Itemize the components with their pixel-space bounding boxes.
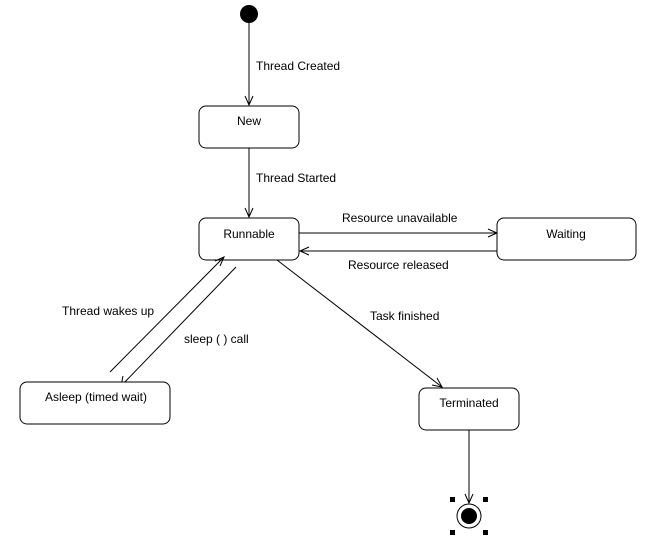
state-terminated[interactable]: Terminated	[418, 387, 520, 431]
final-state-node[interactable]	[450, 497, 488, 535]
edge-sleep-call	[120, 266, 237, 387]
state-runnable-label: Runnable	[223, 227, 275, 241]
state-waiting-label: Waiting	[546, 227, 586, 241]
edge-thread-created	[244, 23, 254, 107]
label-thread-wakes-up: Thread wakes up	[62, 304, 154, 318]
label-sleep-call: sleep ( ) call	[184, 332, 249, 346]
state-terminated-label: Terminated	[439, 396, 498, 410]
edge-resource-unavailable	[299, 228, 499, 238]
edge-task-finished	[276, 259, 443, 388]
state-new-label: New	[237, 114, 261, 128]
label-resource-unavailable: Resource unavailable	[342, 211, 458, 225]
label-thread-started: Thread Started	[256, 171, 336, 185]
label-resource-released: Resource released	[348, 258, 449, 272]
edge-thread-wakes-up	[109, 256, 225, 373]
state-new[interactable]: New	[198, 105, 300, 149]
selection-handle[interactable]	[483, 497, 488, 502]
label-task-finished: Task finished	[370, 309, 439, 323]
selection-handle[interactable]	[450, 530, 455, 535]
selection-handle[interactable]	[483, 530, 488, 535]
edge-thread-started	[244, 148, 254, 219]
state-asleep-label: Asleep (timed wait)	[45, 390, 147, 404]
selection-handle[interactable]	[450, 497, 455, 502]
edge-resource-released	[298, 246, 497, 256]
initial-state-node[interactable]	[240, 5, 258, 23]
state-asleep[interactable]: Asleep (timed wait)	[19, 381, 171, 425]
state-waiting[interactable]: Waiting	[496, 217, 637, 261]
edge-to-final	[464, 430, 474, 505]
state-runnable[interactable]: Runnable	[198, 217, 300, 261]
label-thread-created: Thread Created	[256, 59, 340, 73]
